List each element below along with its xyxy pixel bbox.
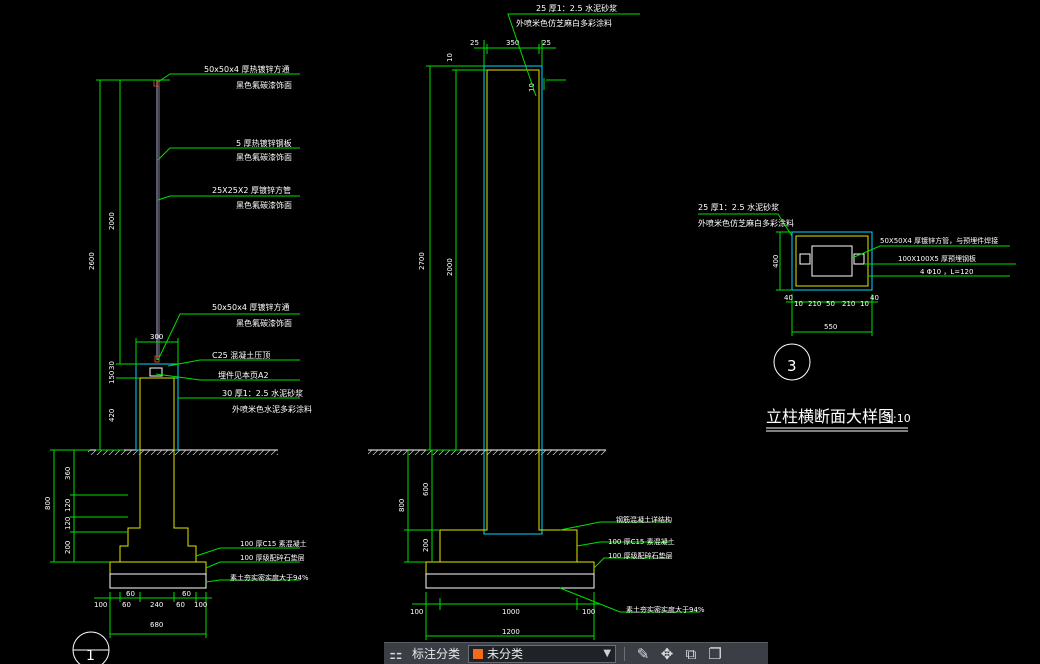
category-select[interactable]: 未分类 ▼	[468, 644, 617, 663]
dim-2000-v2: 2000	[446, 258, 454, 276]
label-v1-8: 100 厚C15 素混凝土	[240, 539, 307, 548]
label-v2-1a: 25 厚1：2.5 水泥砂浆	[536, 3, 617, 13]
dim-t25a: 25	[470, 39, 479, 47]
dim-t10a: 10	[446, 53, 454, 62]
dim-b550: 550	[824, 323, 837, 331]
dim-420: 420	[108, 409, 116, 422]
detail-view-3: 400 40 10 210 50 210 10 40 550 25 厚1：2.5…	[698, 202, 1016, 432]
dim-b100a-v2: 100	[410, 608, 423, 616]
dim-120b: 120	[64, 517, 72, 530]
dim-b1000: 1000	[502, 608, 520, 616]
dim-b10b: 10	[860, 300, 869, 308]
gravel-bed-2	[425, 573, 595, 589]
gravel-bed	[109, 573, 207, 589]
category-select-value: 未分类	[487, 647, 524, 661]
detail-view-2: 25 350 25 10 10 2700 2000 800 600 200 10…	[368, 3, 705, 640]
post-section-core	[795, 235, 869, 287]
detail-view-1: 2600 2000 30 150 420 800 360 120 120 200…	[44, 64, 312, 664]
label-v1-7a: 30 厚1：2.5 水泥砂浆	[222, 388, 303, 398]
dim-30: 30	[108, 361, 116, 370]
dim-2700: 2700	[418, 252, 426, 270]
dim-200-v2: 200	[422, 539, 430, 552]
dim-r60b: 60	[182, 590, 191, 598]
footing-section	[119, 377, 197, 563]
label-v1-5: C25 混凝土压顶	[212, 350, 270, 360]
grid-icon[interactable]: ⚏	[389, 644, 403, 663]
label-v1-6: 埋件见本页A2	[218, 370, 269, 380]
dim-200: 200	[64, 541, 72, 554]
copy-icon[interactable]: ⧉	[685, 644, 697, 663]
dim-800-v2: 800	[398, 499, 406, 512]
ground-hatch	[88, 450, 278, 455]
move-icon[interactable]: ✥	[660, 644, 674, 663]
dim-150: 150	[108, 371, 116, 384]
label-v3-4: 4 Φ10 ，L=120	[920, 268, 973, 276]
dim-b240: 240	[150, 601, 163, 609]
dim-b1200: 1200	[502, 628, 520, 636]
label-v2-3: 100 厚C15 素混凝土	[608, 537, 675, 546]
category-color-swatch	[473, 648, 484, 659]
dim-2600: 2600	[88, 252, 96, 270]
label-v1-10: 素土夯实密实度大于94%	[230, 573, 309, 582]
label-v1-4b: 黑色氟碳漆饰面	[236, 318, 292, 328]
label-v2-2: 钢筋混凝土详结构	[616, 515, 672, 524]
label-v2-4: 100 厚级配碎石垫层	[608, 551, 673, 560]
dim-b210b: 210	[842, 300, 855, 308]
pencil-icon[interactable]: ✎	[636, 644, 650, 663]
concrete-bed-2	[425, 561, 595, 575]
render-outline	[483, 65, 543, 535]
dim-2000: 2000	[108, 212, 116, 230]
label-v1-4a: 50x50x4 厚镀锌方通	[212, 302, 289, 312]
dim-b100a: 100	[94, 601, 107, 609]
dim-600: 600	[422, 483, 430, 496]
chevron-down-icon: ▼	[603, 648, 612, 659]
dim-120a: 120	[64, 499, 72, 512]
label-v1-2a: 5 厚热镀锌钢板	[236, 138, 292, 148]
concrete-bed	[109, 561, 207, 575]
post-section-outline	[791, 231, 873, 291]
wall-section	[439, 69, 578, 563]
callout-circle-3[interactable]	[773, 343, 811, 381]
detail-title: 立柱横断面大样图	[766, 407, 894, 426]
paste-icon[interactable]: ❐	[708, 644, 722, 663]
dim-b40a: 40	[784, 294, 793, 302]
dim-b100b-v2: 100	[582, 608, 595, 616]
callout-number-3: 3	[787, 357, 797, 375]
label-v3-3: 100X100X5 厚预埋钢板	[898, 254, 976, 263]
label-v3-1b: 外喷米色仿芝麻白多彩涂料	[698, 218, 794, 228]
dim-b50: 50	[826, 300, 835, 308]
toolbar-separator	[624, 646, 626, 661]
label-v2-5: 素土夯实密实度大于94%	[626, 605, 705, 614]
label-v2-1b: 外喷米色仿芝麻白多彩涂料	[516, 18, 612, 28]
label-v3-1a: 25 厚1：2.5 水泥砂浆	[698, 202, 779, 212]
category-label: 标注分类	[412, 647, 461, 661]
dim-b60a: 60	[122, 601, 131, 609]
dim-b100b: 100	[194, 601, 207, 609]
dim-b210a: 210	[808, 300, 821, 308]
label-v1-3a: 25X25X2 厚镀锌方管	[212, 185, 291, 195]
dim-t350: 350	[506, 39, 519, 47]
callout-number-1: 1	[86, 648, 95, 664]
dim-b60b: 60	[176, 601, 185, 609]
dim-t25b: 25	[542, 39, 551, 47]
label-v1-3b: 黑色氟碳漆饰面	[236, 200, 292, 210]
dim-b10a: 10	[794, 300, 803, 308]
dim-300: 300	[150, 333, 163, 341]
dim-360: 360	[64, 467, 72, 480]
label-v3-2: 50X50X4 厚镀锌方管，与预埋件焊接	[880, 236, 998, 245]
label-v1-1a: 50x50x4 厚热镀锌方通	[204, 64, 289, 74]
dim-r60a: 60	[126, 590, 135, 598]
label-v1-9: 100 厚级配碎石垫层	[240, 553, 305, 562]
dim-800: 800	[44, 497, 52, 510]
dim-400: 400	[772, 255, 780, 268]
dim-b680: 680	[150, 621, 163, 629]
annotation-toolbar: ⚏ 标注分类 未分类 ▼ ✎ ✥ ⧉ ❐	[384, 642, 768, 664]
detail-scale: 1:10	[886, 412, 911, 425]
label-v1-2b: 黑色氟碳漆饰面	[236, 152, 292, 162]
dim-b40b: 40	[870, 294, 879, 302]
label-v1-7b: 外喷米色水泥多彩涂料	[232, 404, 312, 414]
label-v1-1b: 黑色氟碳漆饰面	[236, 80, 292, 90]
dim-t10b: 10	[528, 83, 536, 92]
